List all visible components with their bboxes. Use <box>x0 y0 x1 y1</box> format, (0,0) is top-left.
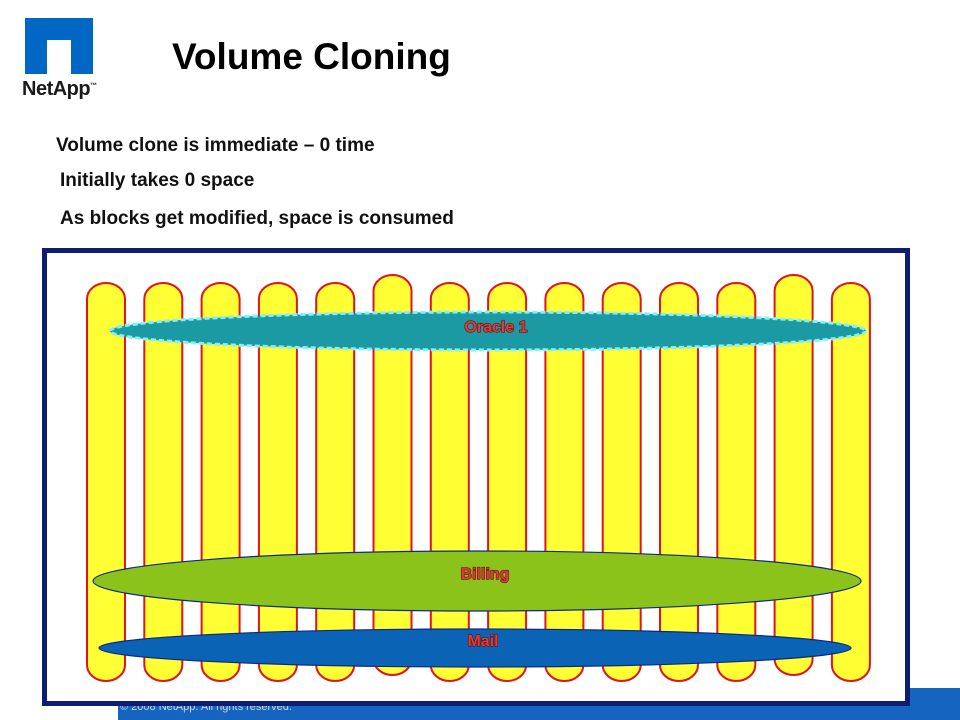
bullet-zero-space: Initially takes 0 space <box>60 170 255 191</box>
netapp-logo: NetApp™ <box>22 18 98 108</box>
volume-billing-ellipse <box>92 550 862 612</box>
logo-wordmark: NetApp™ <box>22 78 97 101</box>
volume-mail-ellipse <box>98 628 852 668</box>
volume-oracle-1-label: Oracle 1 <box>464 319 527 336</box>
logo-brand-name: NetApp <box>22 78 91 100</box>
netapp-logo-icon <box>25 18 93 74</box>
volume-mail-label: Mail <box>467 633 498 650</box>
logo-trademark: ™ <box>90 82 97 90</box>
volume-billing-label: Billing <box>461 566 510 583</box>
bullet-clone-immediate: Volume clone is immediate – 0 time <box>56 135 375 156</box>
disk-1 <box>86 282 126 682</box>
bullet-space-consumed: As blocks get modified, space is consume… <box>60 208 454 229</box>
volume-oracle-1-ellipse <box>108 310 868 352</box>
disk-14 <box>830 282 871 682</box>
slide-title: Volume Cloning <box>172 36 451 77</box>
